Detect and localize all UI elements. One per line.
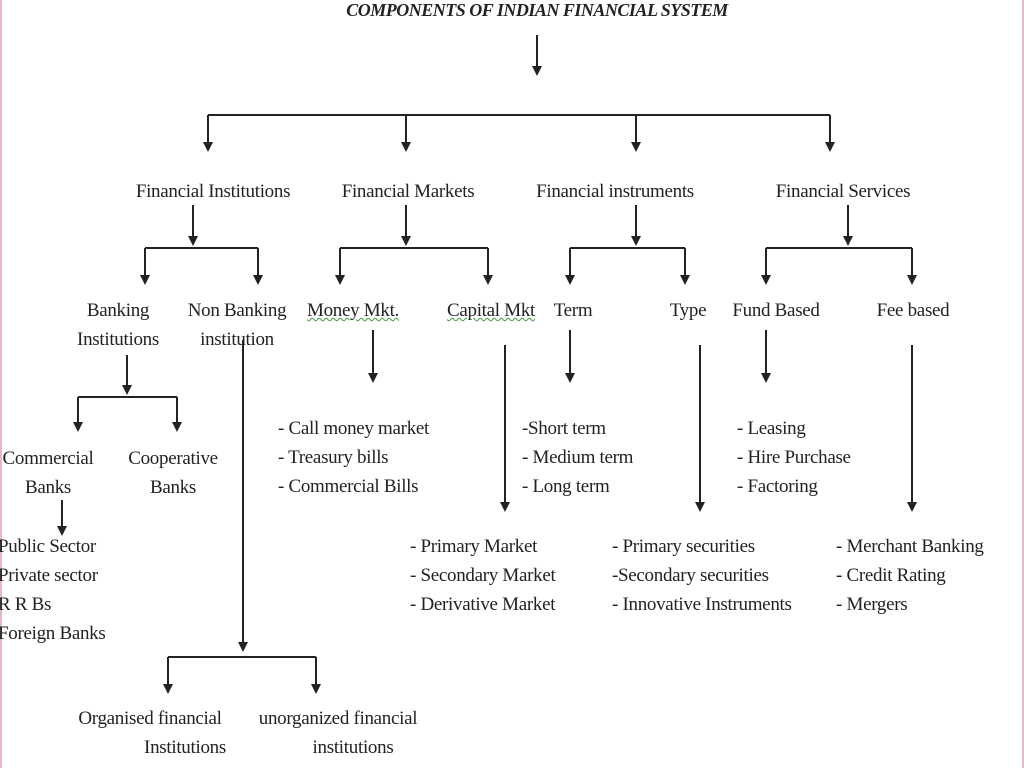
diagram-title: COMPONENTS OF INDIAN FINANCIAL SYSTEM xyxy=(346,0,728,20)
node-fee-based: Fee based xyxy=(876,300,950,321)
arrowhead-icon xyxy=(140,275,150,285)
arrowhead-icon xyxy=(188,236,198,246)
arrowhead-icon xyxy=(565,275,575,285)
arrowhead-icon xyxy=(631,142,641,152)
arrowhead-icon xyxy=(907,275,917,285)
node-financial-markets: Financial Markets xyxy=(341,181,475,202)
arrowhead-icon xyxy=(172,422,182,432)
node-fund-based: Fund Based xyxy=(732,300,820,321)
arrowhead-icon xyxy=(907,502,917,512)
arrowhead-icon xyxy=(532,66,542,76)
arrowhead-icon xyxy=(761,373,771,383)
arrowhead-icon xyxy=(311,684,321,694)
node-capital-market: Capital Mkt xyxy=(447,300,535,321)
arrowhead-icon xyxy=(401,142,411,152)
list-money-market: - Call money market- Treasury bills- Com… xyxy=(278,418,430,497)
arrowhead-icon xyxy=(695,502,705,512)
node-financial-services: Financial Services xyxy=(775,181,911,202)
arrowhead-icon xyxy=(843,236,853,246)
arrowhead-icon xyxy=(122,385,132,395)
arrowhead-icon xyxy=(761,275,771,285)
node-type: Type xyxy=(669,300,707,321)
list-type: - Primary securities-Secondary securitie… xyxy=(612,536,792,615)
list-fund-based: - Leasing- Hire Purchase- Factoring xyxy=(737,418,851,497)
arrowhead-icon xyxy=(163,684,173,694)
node-financial-institutions: Financial Institutions xyxy=(135,181,291,202)
arrowhead-icon xyxy=(825,142,835,152)
node-term: Term xyxy=(553,300,593,321)
arrowhead-icon xyxy=(631,236,641,246)
node-money-market: Money Mkt. xyxy=(306,300,400,321)
arrowhead-icon xyxy=(335,275,345,285)
arrowhead-icon xyxy=(253,275,263,285)
arrowhead-icon xyxy=(73,422,83,432)
node-financial-instruments: Financial instruments xyxy=(536,181,694,202)
arrowhead-icon xyxy=(483,275,493,285)
list-fee-based: - Merchant Banking- Credit Rating- Merge… xyxy=(836,536,984,615)
list-capital-market: - Primary Market- Secondary Market- Deri… xyxy=(410,536,556,615)
arrowhead-icon xyxy=(203,142,213,152)
arrowhead-icon xyxy=(680,275,690,285)
arrowhead-icon xyxy=(401,236,411,246)
arrowhead-icon xyxy=(500,502,510,512)
list-term: -Short term- Medium term- Long term xyxy=(522,418,634,497)
arrowhead-icon xyxy=(57,526,67,536)
arrowhead-icon xyxy=(238,642,248,652)
arrowhead-icon xyxy=(565,373,575,383)
arrowhead-icon xyxy=(368,373,378,383)
